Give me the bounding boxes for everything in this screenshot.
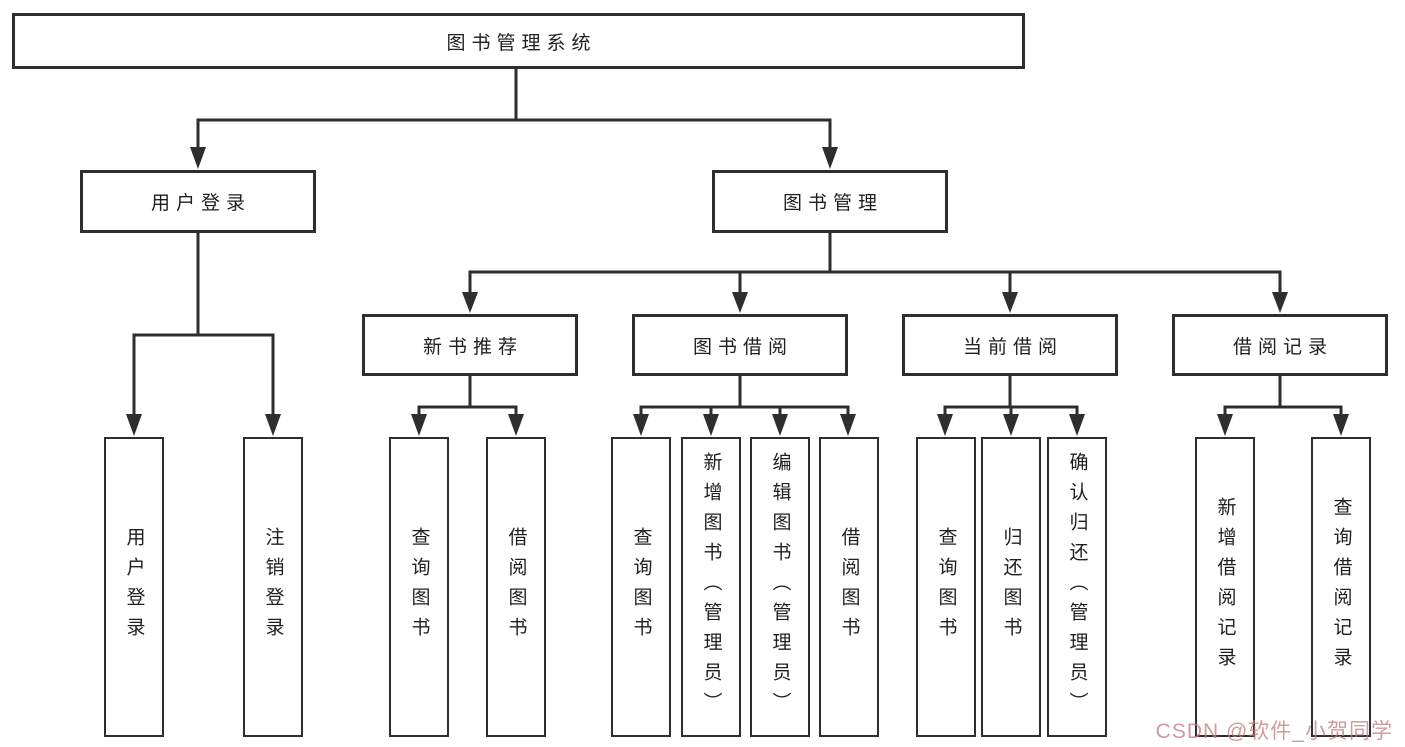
edge-current-to-leaves: [943, 376, 1079, 416]
leaf-label: 注销登录: [262, 527, 284, 647]
leaf-return-books: 归还图书: [981, 437, 1041, 737]
arrow-down-icon: [1003, 414, 1019, 436]
arrowheads: [126, 147, 1349, 436]
arrow-down-icon: [633, 414, 649, 436]
edge-userlogin-to-leaves: [132, 233, 275, 415]
node-borrow-records: 借阅记录: [1172, 314, 1388, 376]
leaf-confirm-return-admin: 确认归还（管理员）: [1047, 437, 1107, 737]
arrow-down-icon: [732, 292, 748, 313]
edge-newbooks-to-leaves: [417, 376, 518, 416]
edge-records-to-leaves: [1223, 376, 1343, 416]
leaf-label: 查询图书: [630, 527, 652, 647]
leaf-label: 新增图书（管理员）: [700, 452, 722, 722]
arrow-down-icon: [1002, 292, 1018, 313]
leaf-add-borrow-record: 新增借阅记录: [1195, 437, 1255, 737]
node-new-book-recommend: 新书推荐: [362, 314, 578, 376]
leaf-label: 确认归还（管理员）: [1066, 452, 1088, 722]
leaf-label: 编辑图书（管理员）: [769, 452, 791, 722]
arrow-down-icon: [265, 414, 281, 436]
arrow-down-icon: [772, 414, 788, 436]
arrow-down-icon: [411, 414, 427, 436]
tree-edges: [132, 69, 1343, 416]
edge-root-to-level2: [196, 69, 832, 148]
leaf-label: 查询借阅记录: [1330, 497, 1352, 677]
arrow-down-icon: [822, 147, 838, 169]
leaf-add-books-admin: 新增图书（管理员）: [681, 437, 741, 737]
leaf-label: 用户登录: [123, 527, 145, 647]
leaf-label: 查询图书: [408, 527, 430, 647]
leaf-borrow-books-2: 借阅图书: [819, 437, 879, 737]
arrow-down-icon: [1333, 414, 1349, 436]
leaf-query-books-1: 查询图书: [389, 437, 449, 737]
leaf-logout: 注销登录: [243, 437, 303, 737]
leaf-label: 新增借阅记录: [1214, 497, 1236, 677]
arrow-down-icon: [937, 414, 953, 436]
node-library-management-system: 图书管理系统: [12, 13, 1025, 69]
leaf-query-borrow-record: 查询借阅记录: [1311, 437, 1371, 737]
edge-borrowing-to-leaves: [639, 376, 850, 416]
arrow-down-icon: [1217, 414, 1233, 436]
arrow-down-icon: [462, 292, 478, 313]
node-book-management: 图书管理: [712, 170, 948, 233]
leaf-label: 借阅图书: [838, 527, 860, 647]
leaf-edit-books-admin: 编辑图书（管理员）: [750, 437, 810, 737]
leaf-label: 借阅图书: [505, 527, 527, 647]
leaf-user-login: 用户登录: [104, 437, 164, 737]
leaf-borrow-books-1: 借阅图书: [486, 437, 546, 737]
leaf-query-books-2: 查询图书: [611, 437, 671, 737]
leaf-label: 查询图书: [935, 527, 957, 647]
arrow-down-icon: [508, 414, 524, 436]
node-current-borrowing: 当前借阅: [902, 314, 1118, 376]
leaf-query-books-3: 查询图书: [916, 437, 976, 737]
arrow-down-icon: [190, 147, 206, 169]
node-book-borrowing: 图书借阅: [632, 314, 848, 376]
leaf-label: 归还图书: [1000, 527, 1022, 647]
arrow-down-icon: [840, 414, 856, 436]
node-user-login: 用户登录: [80, 170, 316, 233]
arrow-down-icon: [126, 414, 142, 436]
arrow-down-icon: [1069, 414, 1085, 436]
arrow-down-icon: [703, 414, 719, 436]
edge-bookmgmt-to-level3: [468, 233, 1282, 293]
arrow-down-icon: [1272, 292, 1288, 313]
